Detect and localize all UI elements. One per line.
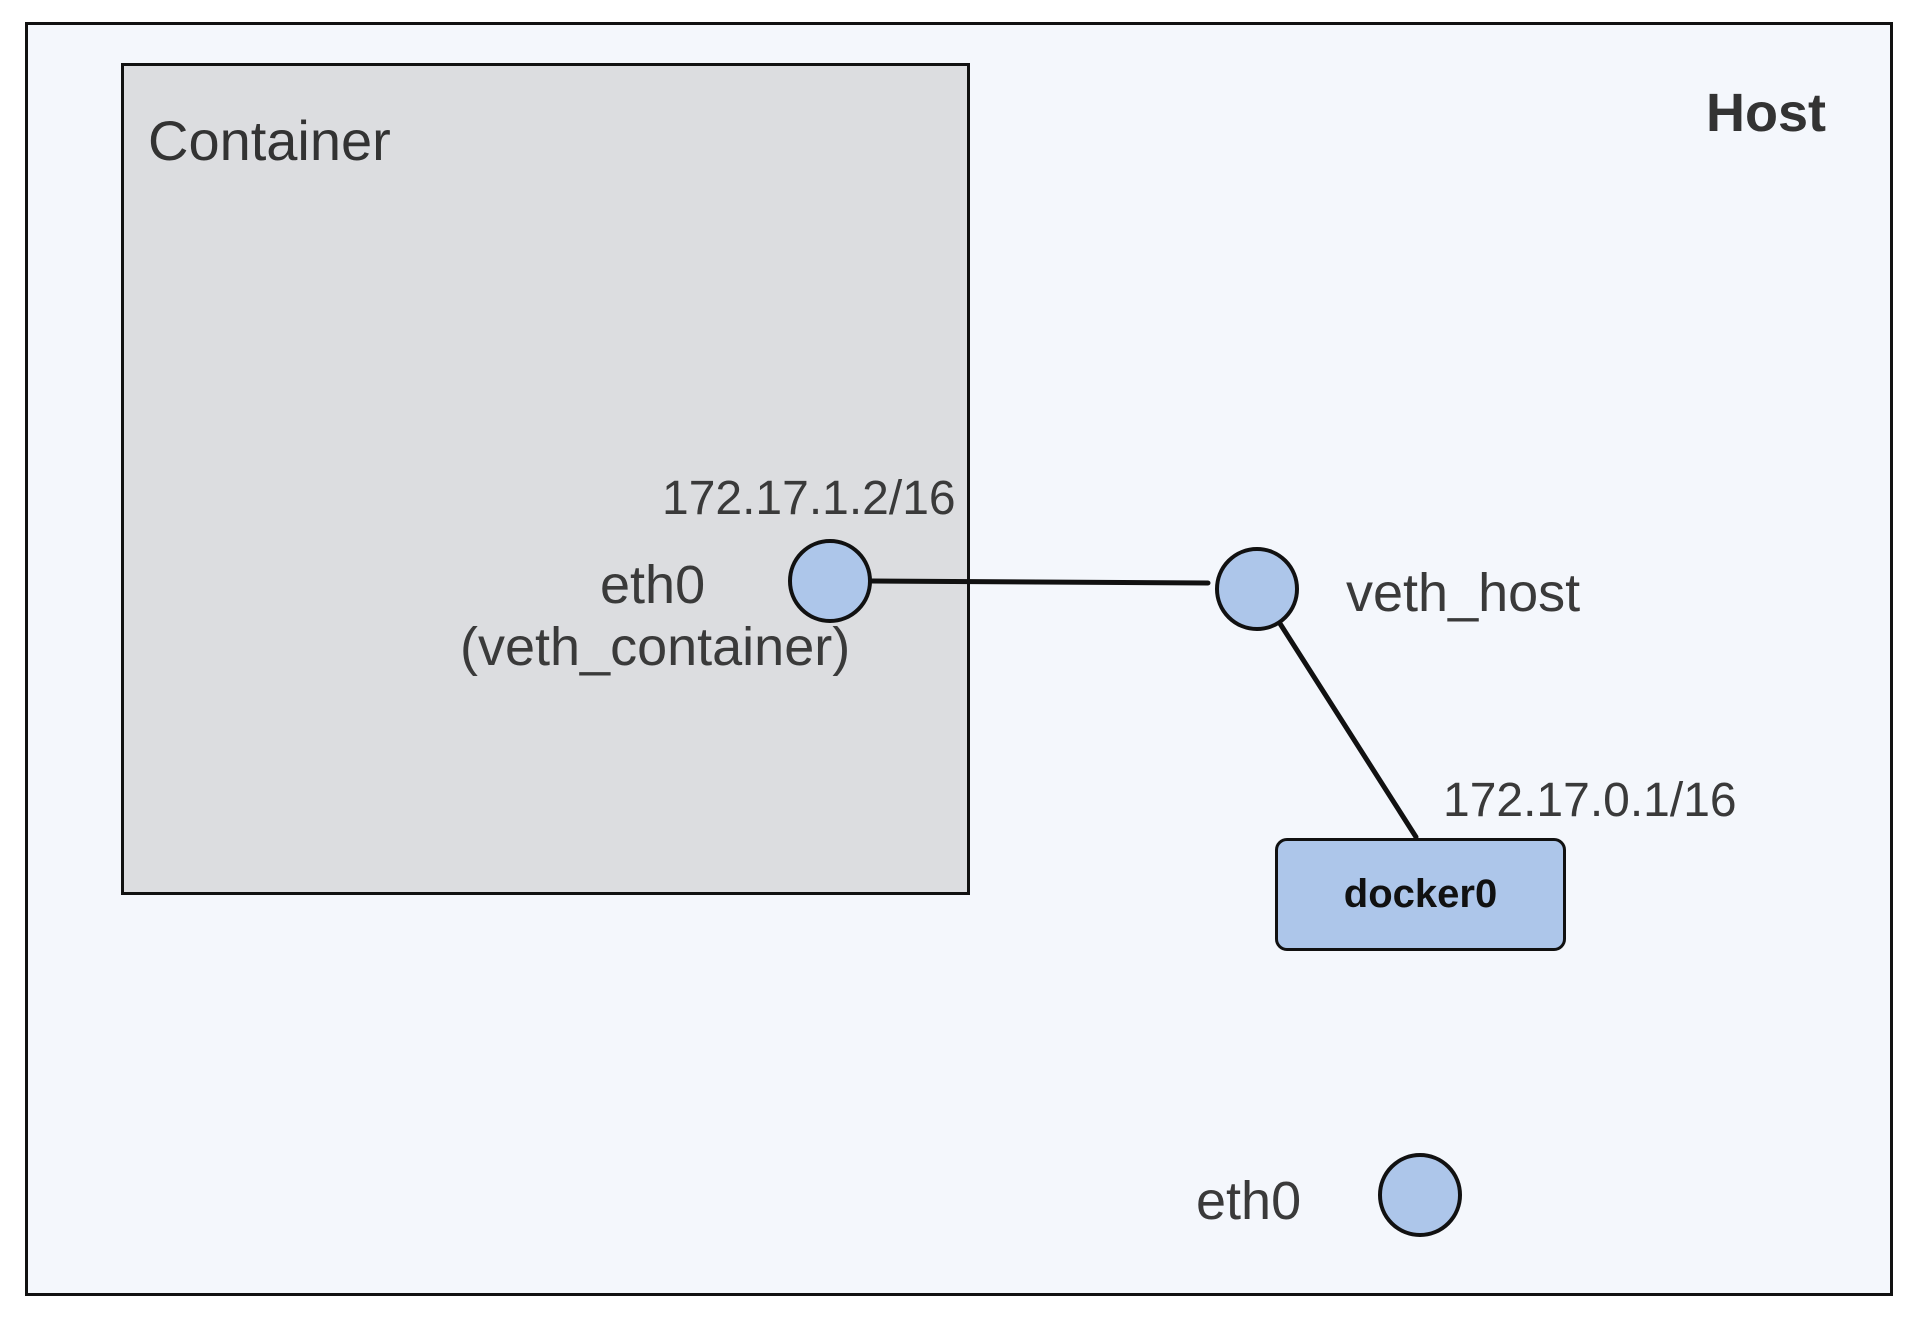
container-eth0-label: eth0 (600, 555, 706, 615)
container-eth0-interface-node (788, 539, 872, 623)
host-eth0-interface-node (1378, 1153, 1462, 1237)
docker0-ip-label: 172.17.0.1/16 (1443, 774, 1737, 827)
veth-host-to-docker0-link (1276, 619, 1419, 840)
container-veth-label: (veth_container) (460, 617, 851, 677)
docker0-label: docker0 (1343, 872, 1498, 916)
docker0-bridge-box: docker0 (1275, 838, 1566, 951)
host-title: Host (1706, 83, 1826, 143)
container-box (121, 63, 970, 895)
veth-host-label: veth_host (1346, 563, 1581, 623)
container-ip-label: 172.17.1.2/16 (662, 472, 956, 525)
host-eth0-label: eth0 (1196, 1171, 1302, 1231)
veth-pair-link (869, 578, 1211, 586)
veth-host-interface-node (1215, 547, 1299, 631)
container-title: Container (148, 109, 391, 172)
